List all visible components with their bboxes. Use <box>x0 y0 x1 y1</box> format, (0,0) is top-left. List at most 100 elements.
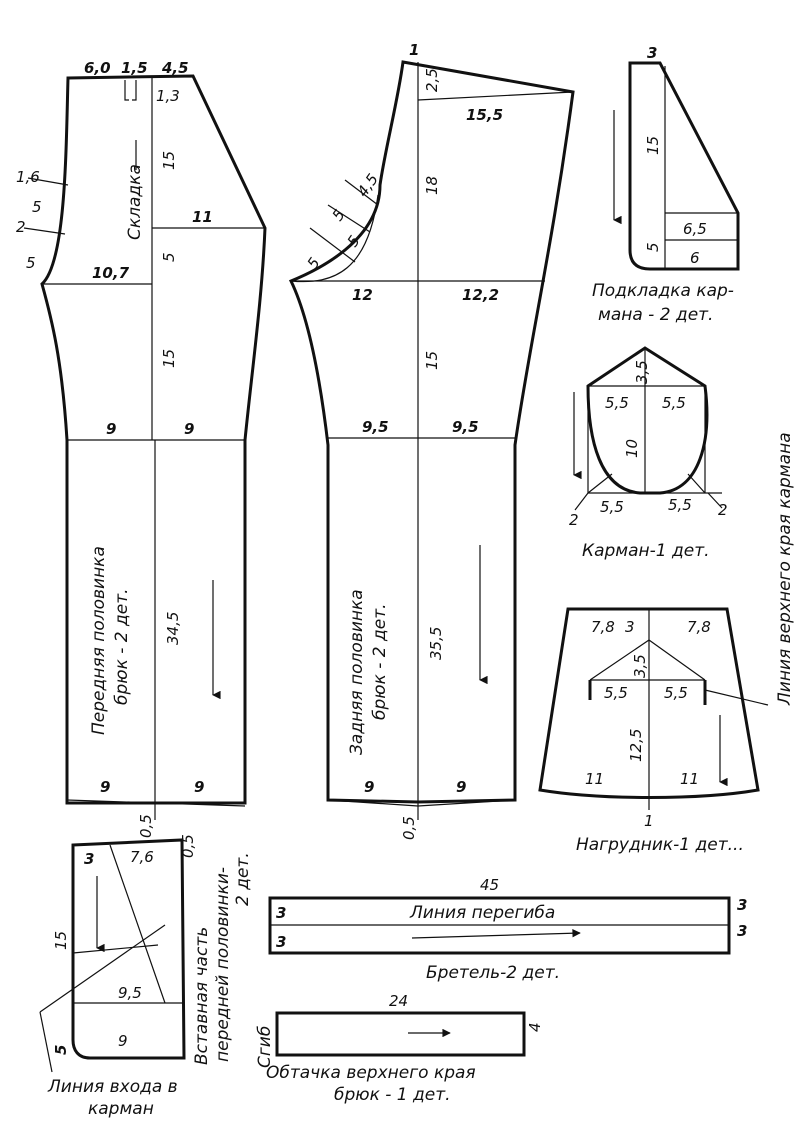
facing-label-1: Обтачка верхнего края <box>266 1063 476 1083</box>
lining-height: 15 <box>644 136 662 155</box>
front-side-2: 5 <box>32 198 42 216</box>
facing-fold: Сгиб <box>255 1026 275 1068</box>
back-knee-left: 9,5 <box>362 418 389 436</box>
lining-bottom-w: 6 <box>690 249 700 267</box>
back-half-piece <box>288 60 575 820</box>
strap-right-top: 3 <box>737 896 747 914</box>
insert-label-3: 2 дет. <box>233 852 253 906</box>
strap-length: 45 <box>480 876 499 894</box>
back-waist: 15,5 <box>466 106 503 124</box>
pocket-corner-right: 2 <box>718 501 728 519</box>
back-upper: 18 <box>423 176 441 195</box>
front-hem-drop: 0,5 <box>137 814 155 838</box>
strap-left-bottom: 3 <box>276 933 286 951</box>
pocket-bottom-right: 5,5 <box>668 496 692 514</box>
back-seat-2: 5 <box>329 206 349 224</box>
pocket-bottom-left: 5,5 <box>600 498 624 516</box>
front-side-4: 5 <box>26 254 36 272</box>
lining-label-1: Подкладка кар- <box>592 281 734 301</box>
strap-label: Бретель-2 дет. <box>426 963 560 983</box>
facing-piece <box>275 1011 526 1057</box>
back-hem-drop: 0,5 <box>400 816 418 840</box>
pocket-piece <box>573 346 723 511</box>
insert-label-2: передней половинки- <box>213 867 233 1062</box>
front-hem-right: 9 <box>194 778 204 796</box>
front-side-3: 2 <box>16 218 26 236</box>
insert-label-1: Вставная часть <box>192 927 212 1065</box>
front-top-fold: 1,5 <box>121 59 148 77</box>
front-hip-right: 11 <box>192 208 213 226</box>
back-crotch-right: 12,2 <box>462 286 499 304</box>
insert-piece <box>39 838 186 1073</box>
insert-bottom-h: 5 <box>52 1045 70 1055</box>
back-hem-left: 9 <box>364 778 374 796</box>
pocket-lining-piece <box>613 61 740 271</box>
pocket-w-right: 5,5 <box>662 394 686 412</box>
pocket-line-label: Линия верхнего края кармана <box>775 432 795 706</box>
front-fold-label: Складка <box>125 164 145 240</box>
entry-label-1: Линия входа в <box>47 1077 178 1097</box>
back-knee-right: 9,5 <box>452 418 479 436</box>
back-label-2: брюк - 2 дет. <box>370 603 390 720</box>
back-leg: 35,5 <box>427 627 445 660</box>
insert-top-left: 3 <box>84 850 94 868</box>
bib-w-left: 5,5 <box>604 684 628 702</box>
lining-top: 3 <box>647 44 657 62</box>
pocket-w-left: 5,5 <box>605 394 629 412</box>
front-leg: 34,5 <box>164 612 182 645</box>
bib-label: Нагрудник-1 дет... <box>576 835 744 855</box>
facing-width: 4 <box>526 1022 544 1032</box>
back-seat-4: 5 <box>304 254 324 272</box>
insert-top-right: 0,5 <box>179 834 197 858</box>
insert-top-w: 7,6 <box>130 848 154 866</box>
front-top-left: 6,0 <box>84 59 111 77</box>
front-knee-left: 9 <box>106 420 116 438</box>
bib-top-right: 7,8 <box>687 618 711 636</box>
front-mid: 15 <box>160 349 178 368</box>
front-crotch: 10,7 <box>92 264 130 282</box>
entry-label-2: карман <box>88 1099 154 1119</box>
insert-height: 15 <box>52 931 70 950</box>
bib-height: 12,5 <box>627 729 645 762</box>
back-top-point: 1 <box>409 41 419 59</box>
front-hem-left: 9 <box>100 778 110 796</box>
bib-bottom-left: 11 <box>585 770 604 788</box>
front-upper: 15 <box>160 151 178 170</box>
back-hem-right: 9 <box>456 778 466 796</box>
bib-top-left: 7,8 <box>591 618 615 636</box>
lining-label-2: мана - 2 дет. <box>598 305 713 325</box>
front-label-1: Передняя половинка <box>89 546 109 735</box>
bib-piece <box>538 607 769 810</box>
back-label-1: Задняя половинка <box>347 589 367 755</box>
bib-w-right: 5,5 <box>664 684 688 702</box>
strap-fold-line: Линия перегиба <box>409 903 555 923</box>
front-half-piece <box>23 74 267 820</box>
lining-bottom-h: 5 <box>644 242 662 252</box>
back-mid: 15 <box>423 351 441 370</box>
insert-mid-w: 9,5 <box>118 984 142 1002</box>
facing-length: 24 <box>389 992 408 1010</box>
pocket-top-h: 3,5 <box>633 360 651 384</box>
pocket-corner-left: 2 <box>569 511 579 529</box>
facing-label-2: брюк - 1 дет. <box>334 1085 451 1105</box>
back-top-drop: 2,5 <box>423 68 441 92</box>
bib-peak-h: 3,5 <box>631 654 649 678</box>
front-top-right: 4,5 <box>161 59 189 77</box>
front-hip-mid: 5 <box>160 252 178 262</box>
pocket-height: 10 <box>623 439 641 458</box>
strap-right-bottom: 3 <box>737 922 747 940</box>
front-label-2: брюк - 2 дет. <box>112 588 132 705</box>
pocket-label: Карман-1 дет. <box>582 541 710 561</box>
bib-bottom-right: 11 <box>680 770 699 788</box>
front-fold-depth: 1,3 <box>156 87 180 105</box>
strap-grain-arrow <box>411 929 581 939</box>
strap-piece <box>268 896 731 955</box>
front-side-1: 1,6 <box>16 168 40 186</box>
back-crotch-left: 12 <box>352 286 373 304</box>
insert-bottom-w: 9 <box>118 1032 128 1050</box>
lining-inner-w: 6,5 <box>683 220 707 238</box>
front-knee-right: 9 <box>184 420 194 438</box>
bib-top-mid: 3 <box>625 618 635 636</box>
bib-bottom-mark: 1 <box>644 812 654 830</box>
